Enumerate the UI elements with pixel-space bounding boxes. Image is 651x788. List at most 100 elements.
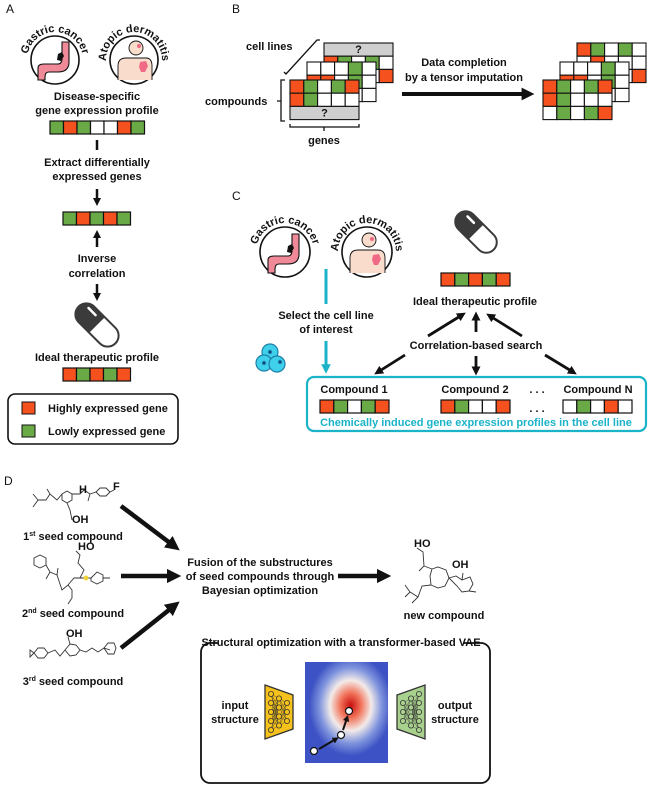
tensor-cell-high — [289, 79, 305, 94]
gene-cell-high — [374, 399, 390, 414]
svg-text:HO: HO — [78, 541, 95, 553]
gene-cell-high — [468, 272, 484, 287]
panel-label: D — [4, 474, 13, 488]
legend-label-low: Lowly expressed gene — [48, 426, 165, 438]
stomach-icon — [30, 35, 80, 85]
compound-profile-bar — [440, 399, 511, 414]
network-node — [267, 700, 274, 707]
select-label-line1: Select the cell line — [278, 310, 373, 322]
gene-cell-high — [62, 367, 78, 382]
network-node — [399, 709, 406, 716]
missing-mark: ? — [355, 44, 362, 56]
network-node — [267, 727, 274, 734]
panel-c: C Gastric cancer Atopic dermatitis Selec… — [232, 189, 648, 433]
network-node — [407, 704, 414, 711]
tensor-cell-none — [587, 61, 602, 76]
tensor-cell-low — [556, 79, 572, 94]
tensor-cell-none — [604, 42, 619, 57]
tensor-cell-low — [590, 42, 606, 57]
tensor-cell-low — [330, 79, 346, 94]
input-structure-label-line2: structure — [211, 714, 259, 726]
tensor-cell-low — [617, 42, 633, 57]
tensor-cell-none — [330, 92, 346, 107]
tensor-cell-none — [361, 74, 377, 89]
tensor-cell-low — [303, 92, 319, 107]
search-arrows — [374, 311, 577, 376]
svg-text:HO: HO — [414, 538, 431, 550]
tensor-cell-high — [597, 79, 613, 94]
network-node — [267, 718, 274, 725]
completed-tensor — [542, 42, 647, 121]
panel-a: A Gastric cancer Atopic dermatitis Disea… — [6, 2, 179, 445]
tensor-cell-none — [361, 87, 377, 103]
seed-compound-3-label: 3rd seed compound — [23, 676, 124, 688]
cell-line-profiles-box — [305, 375, 648, 433]
compound-name: Compound N — [563, 384, 632, 396]
extract-label-line2: expressed genes — [52, 171, 141, 183]
ideal-profile-bar — [62, 367, 132, 382]
ideal-profile-bar — [440, 272, 511, 287]
seed-compound-2-structure: HO — [33, 541, 110, 605]
seed-compound-1-label: 1st seed compound — [23, 531, 123, 543]
gene-cell-low — [76, 120, 92, 135]
axis-label-compounds: compounds — [205, 96, 267, 108]
gene-cell-high — [102, 211, 118, 226]
tensor-cell-none — [317, 92, 332, 107]
tensor-cell-none — [559, 61, 575, 76]
tensor-cell-none — [570, 105, 585, 121]
gene-cell-none — [468, 399, 484, 414]
gene-cell-none — [589, 399, 605, 414]
network-node — [283, 718, 290, 725]
decoder-network-icon — [396, 684, 426, 740]
select-label-line2: of interest — [299, 324, 353, 336]
network-node — [399, 718, 406, 725]
missing-mark: ? — [321, 107, 328, 119]
tensor-cell-low — [556, 105, 572, 121]
gene-cell-low — [576, 399, 592, 414]
gene-cell-high — [603, 399, 619, 414]
gene-cell-none — [617, 399, 633, 414]
gene-cell-none — [481, 399, 497, 414]
network-node — [275, 695, 282, 702]
inverse-label-line2: correlation — [69, 268, 126, 280]
panel-label: A — [6, 2, 14, 16]
gene-cell-low — [333, 399, 349, 414]
output-structure-label-line1: output — [438, 700, 473, 712]
compound-name: Compound 1 — [320, 384, 387, 396]
tensor-cell-high — [631, 68, 647, 84]
gene-cell-low — [62, 211, 78, 226]
network-node — [275, 713, 282, 720]
gene-cell-low — [49, 120, 65, 135]
inverse-label-line1: Inverse — [78, 253, 117, 265]
seed-compound-1-structure: H F OH — [32, 481, 120, 526]
incomplete-tensor: ?? — [289, 42, 394, 121]
patient-icon — [109, 35, 159, 85]
network-node — [415, 718, 422, 725]
gene-cell-low — [454, 272, 470, 287]
network-node — [267, 691, 274, 698]
gene-cell-none — [103, 120, 119, 135]
bracket-genes — [289, 124, 360, 131]
network-node — [415, 691, 422, 698]
tensor-cell-none — [306, 61, 322, 76]
tensor-cell-high — [576, 42, 592, 57]
ellipsis: . . . — [529, 384, 544, 396]
panel-b: B ?? cell lines compounds genes Data com… — [205, 2, 647, 147]
network-node — [415, 700, 422, 707]
network-node — [275, 722, 282, 729]
gene-cell-high — [62, 120, 78, 135]
new-compound-label: new compound — [404, 610, 485, 622]
search-label: Correlation-based search — [410, 340, 543, 352]
tensor-cell-high — [597, 105, 613, 121]
imputation-label-line1: Data completion — [421, 57, 507, 69]
disease-profile-bar — [49, 120, 146, 135]
tensor-cell-low — [347, 61, 363, 76]
tensor-cell-low — [556, 92, 572, 107]
bracket-compounds — [277, 79, 285, 122]
legend-label-high: Highly expressed gene — [48, 403, 168, 415]
tensor-slice — [542, 79, 613, 121]
svg-text:F: F — [113, 481, 120, 493]
ideal-profile-title: Ideal therapeutic profile — [35, 352, 159, 364]
gene-cell-high — [495, 399, 511, 414]
